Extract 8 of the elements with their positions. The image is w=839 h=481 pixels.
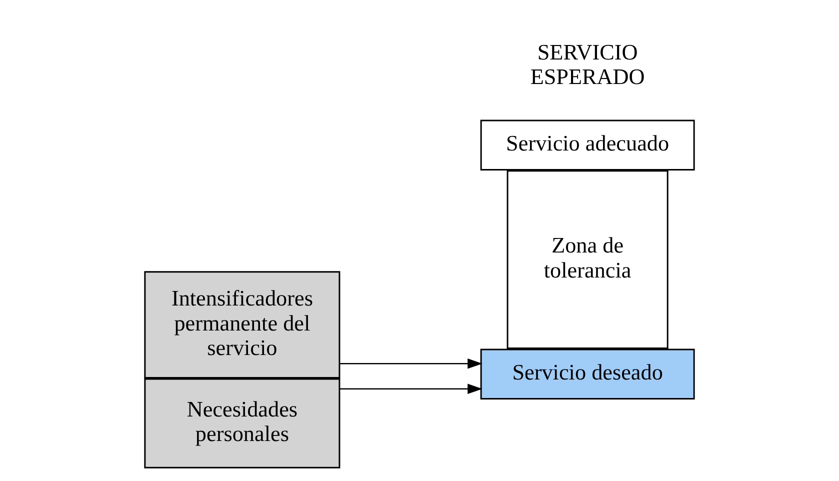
- node-box: Servicio deseado: [480, 348, 695, 400]
- node-box: Servicio adecuado: [480, 120, 695, 170]
- arrow: [340, 358, 482, 369]
- node-box: Intensificadores permanente del servicio: [144, 271, 340, 379]
- arrow: [340, 384, 482, 394]
- node-box: Zona de tolerancia: [506, 170, 668, 349]
- label: SERVICIO ESPERADO: [530, 39, 645, 90]
- node-box: Necesidades personales: [144, 378, 340, 468]
